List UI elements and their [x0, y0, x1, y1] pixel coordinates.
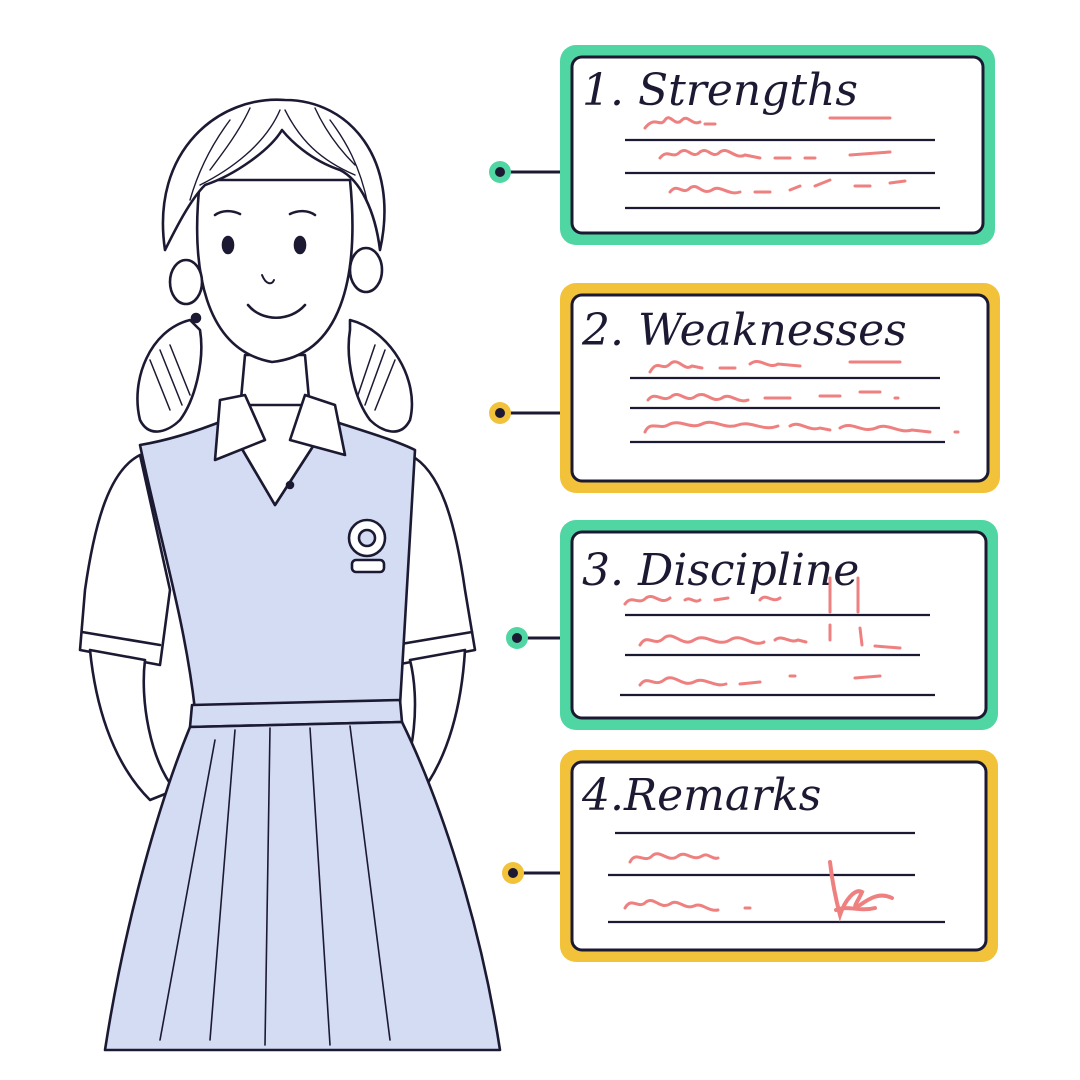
- left-arm: [88, 648, 177, 802]
- card-strengths: 1. Strengths: [560, 45, 995, 245]
- face: [195, 178, 354, 364]
- left-pigtail: [136, 318, 203, 433]
- right-pigtail: [347, 318, 414, 433]
- card-discipline: 3. Discipline: [560, 520, 998, 730]
- handwriting-scribble: [623, 852, 752, 912]
- card-weaknesses: 2. Weaknesses: [560, 283, 1000, 493]
- student-figure: [78, 98, 502, 1052]
- handwriting-scribble: [643, 116, 907, 195]
- card-title: 1. Strengths: [582, 65, 858, 116]
- collar-left: [213, 393, 267, 462]
- card-title: 3. Discipline: [582, 545, 859, 596]
- card-title: 4.Remarks: [581, 770, 821, 821]
- handwriting-scribble: [623, 576, 902, 687]
- neck: [238, 353, 312, 412]
- handwriting-scribble: [643, 359, 960, 434]
- collar-right: [288, 393, 347, 457]
- left-sleeve: [78, 453, 172, 667]
- school-badge-icon: [347, 518, 387, 574]
- card-title: 2. Weaknesses: [581, 305, 907, 356]
- connectors: [489, 161, 562, 884]
- signature-scribble-icon: [828, 860, 894, 922]
- card-remarks: 4.Remarks: [560, 750, 998, 962]
